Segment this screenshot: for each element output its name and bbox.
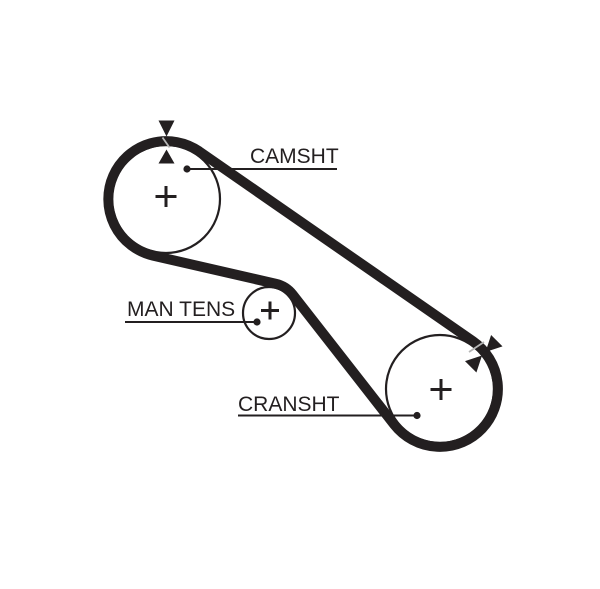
belt-notches (161, 136, 485, 353)
crankshaft-leader (238, 411, 421, 420)
camshaft-center-cross (155, 186, 177, 207)
camshaft-label: CAMSHT (250, 145, 339, 168)
tensioner-label: MAN TENS (127, 298, 235, 321)
crankshaft-timing-arrow-inner-icon (465, 355, 482, 373)
crankshaft-belt-notch (468, 341, 485, 353)
tensioner-center-cross (261, 301, 279, 320)
crankshaft-label: CRANSHT (238, 393, 340, 416)
crankshaft-leader-dot (413, 411, 421, 420)
camshaft-timing-arrow-up-icon (158, 149, 175, 164)
crankshaft-center-cross (430, 379, 452, 400)
camshaft-belt-notch (161, 136, 171, 149)
tensioner-leader (125, 318, 261, 326)
camshaft-timing-arrow-down-icon (158, 120, 175, 137)
timing-marks (158, 120, 503, 373)
tensioner-leader-dot (253, 318, 261, 326)
timing-belt (103, 136, 503, 452)
crankshaft-timing-arrow-outer-icon (485, 335, 503, 352)
camshaft-leader-dot (183, 165, 191, 173)
camshaft-leader (183, 165, 337, 173)
